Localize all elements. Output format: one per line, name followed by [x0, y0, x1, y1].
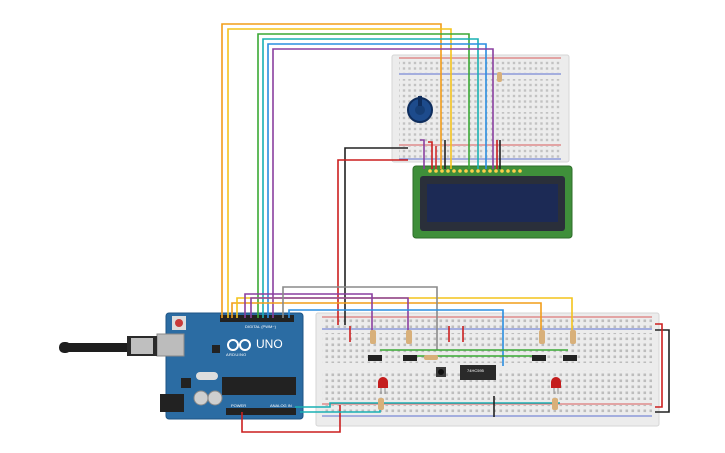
resistor-icon[interactable] [370, 72, 576, 410]
usb-cable-icon [59, 336, 157, 356]
led-icon[interactable] [551, 377, 561, 394]
atmega-chip [222, 377, 296, 395]
potentiometer-icon[interactable] [407, 96, 433, 123]
digital-header-label: DIGITAL (PWM~) [245, 324, 276, 329]
wires-breadboard-to-lcd[interactable] [420, 82, 501, 169]
board-brand-label: ARDUINO [226, 352, 247, 357]
wires-power[interactable] [241, 147, 670, 433]
power-jack [160, 394, 184, 412]
power-header-label: POWER [231, 403, 247, 408]
capacitor-icon [193, 390, 209, 406]
capacitor-icon [207, 390, 223, 406]
board-model-label: UNO [256, 337, 283, 351]
wires-arduino-to-lcd[interactable] [221, 23, 494, 318]
lcd-screen [427, 184, 558, 222]
ic-label: 74HC595 [467, 368, 484, 373]
switch-blocks[interactable] [368, 355, 577, 361]
crystal-oscillator [196, 372, 218, 380]
usb-port [156, 333, 185, 357]
lcd-pins [428, 169, 522, 173]
arduino-logo-icon [227, 339, 251, 351]
arduino-uno-board[interactable] [156, 312, 304, 420]
breadboard-small[interactable] [391, 54, 570, 163]
power-analog-header[interactable] [226, 408, 296, 415]
lcd-display[interactable] [412, 165, 573, 239]
led-icon[interactable] [378, 377, 388, 394]
usb-chip [181, 378, 191, 388]
analog-header-label: ANALOG IN [270, 403, 292, 408]
digital-header[interactable] [220, 315, 294, 322]
shift-register-ic[interactable] [460, 365, 496, 380]
pushbutton-icon[interactable] [436, 367, 446, 377]
